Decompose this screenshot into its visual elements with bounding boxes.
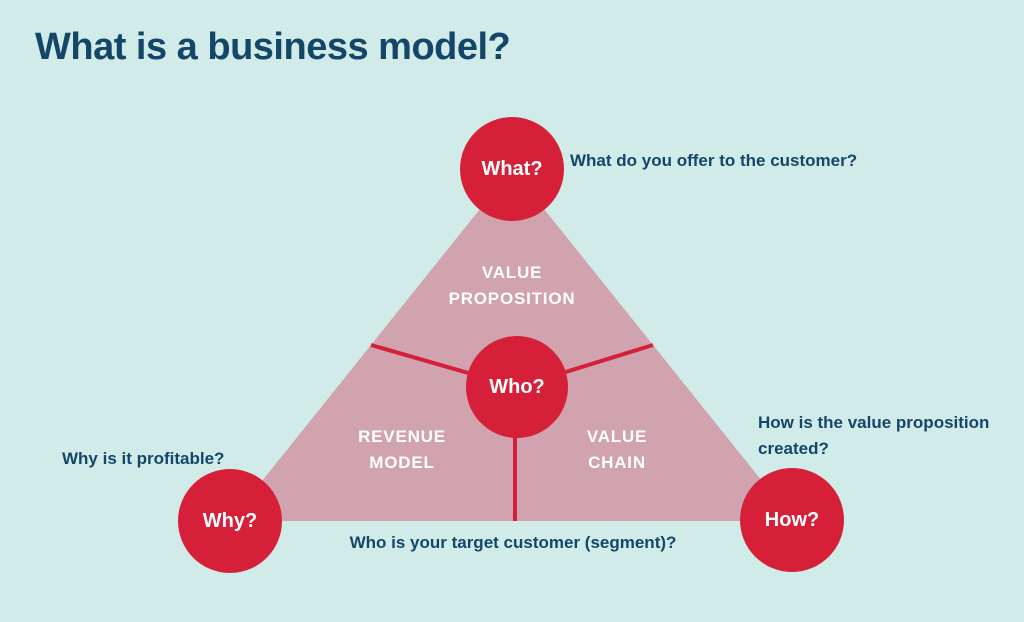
section-label-value-chain: VALUE CHAIN (586, 427, 648, 472)
what-question: What do you offer to the customer? (570, 151, 858, 170)
how-circle: How? (740, 468, 844, 572)
why-question: Why is it profitable? (62, 449, 225, 468)
who-question: Who is your target customer (segment)? (349, 533, 677, 552)
what-circle-label: What? (481, 157, 543, 180)
page-title: What is a business model? (35, 26, 511, 68)
section-label-value-proposition: VALUE PROPOSITION (448, 263, 576, 308)
why-circle-label: Why? (202, 509, 258, 532)
how-question: How is the value proposition created? (758, 413, 990, 458)
who-circle-label: Who? (489, 375, 545, 398)
what-circle: What? (460, 117, 564, 221)
section-label-revenue-model: REVENUE MODEL (358, 427, 446, 472)
why-circle: Why? (178, 469, 282, 573)
who-circle: Who? (466, 336, 568, 438)
how-circle-label: How? (764, 508, 820, 531)
